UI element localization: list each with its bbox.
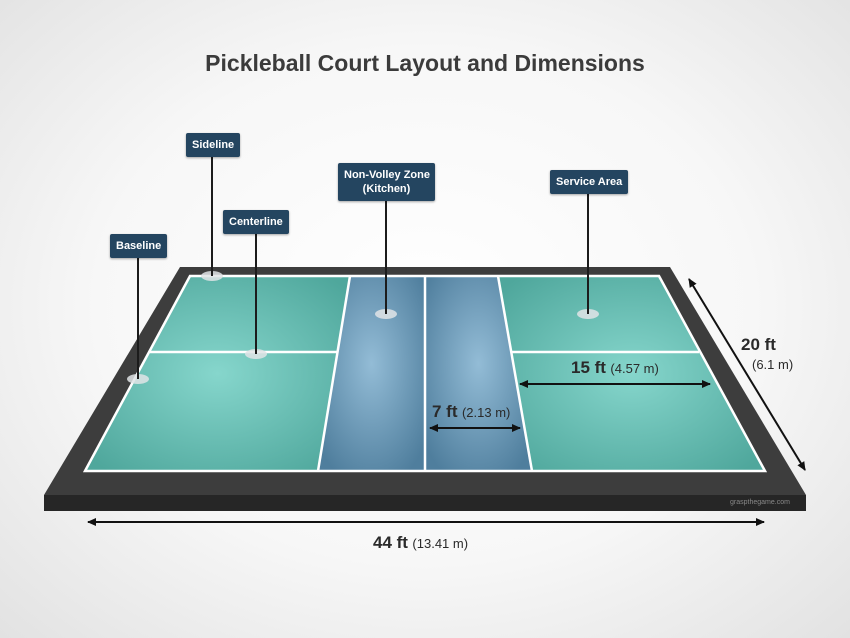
left-court-surface bbox=[85, 276, 350, 471]
length-dimension: 44 ft (13.41 m) bbox=[373, 533, 468, 553]
non-volley-zone-label: Non-Volley Zone (Kitchen) bbox=[338, 163, 435, 201]
kitchen-ft: 7 ft bbox=[432, 402, 458, 421]
service-area-label-text: Service Area bbox=[556, 176, 623, 188]
length-m: (13.41 m) bbox=[412, 536, 469, 551]
width-dimension-m: (6.1 m) bbox=[752, 356, 793, 374]
baseline-label-text: Baseline bbox=[116, 240, 162, 252]
service-dimension: 15 ft (4.57 m) bbox=[571, 358, 659, 378]
sideline-label-text: Sideline bbox=[192, 139, 235, 151]
baseline-label: Baseline bbox=[110, 234, 168, 258]
baseline-leader bbox=[137, 257, 139, 379]
kitchen-m: (2.13 m) bbox=[461, 405, 511, 420]
non-volley-zone-label-line2: (Kitchen) bbox=[362, 183, 411, 195]
court-frame-front bbox=[44, 495, 806, 511]
width-arrow bbox=[688, 278, 806, 471]
kitchen-dimension: 7 ft (2.13 m) bbox=[432, 402, 510, 422]
non-volley-zone-label-line1: Non-Volley Zone bbox=[344, 169, 430, 181]
width-ft: 20 ft bbox=[741, 335, 776, 354]
centerline-label-text: Centerline bbox=[229, 216, 283, 228]
non-volley-zone-left bbox=[318, 276, 425, 471]
centerline-marker bbox=[245, 349, 267, 359]
kitchen-line-right bbox=[496, 275, 534, 472]
sideline-marker bbox=[201, 271, 223, 281]
sideline-leader bbox=[211, 156, 213, 276]
baseline-marker bbox=[127, 374, 149, 384]
length-ft: 44 ft bbox=[373, 533, 408, 552]
court-lines bbox=[82, 274, 768, 473]
service-m: (4.57 m) bbox=[610, 361, 659, 376]
kitchen-marker bbox=[375, 309, 397, 319]
court-boundary-line bbox=[82, 274, 768, 473]
width-dimension-ft: 20 ft bbox=[741, 335, 776, 355]
page-title: Pickleball Court Layout and Dimensions bbox=[205, 50, 645, 76]
watermark: graspthegame.com bbox=[730, 499, 790, 506]
centerline-leader bbox=[255, 233, 257, 354]
service-ft: 15 ft bbox=[571, 358, 606, 377]
centerline-label: Centerline bbox=[223, 210, 289, 234]
width-m: (6.1 m) bbox=[752, 357, 794, 372]
kitchen-leader bbox=[385, 199, 387, 314]
service-area-label: Service Area bbox=[550, 170, 629, 194]
kitchen-line-left bbox=[316, 275, 352, 472]
sideline-label: Sideline bbox=[186, 133, 241, 157]
service-area-marker bbox=[577, 309, 599, 319]
service-area-leader bbox=[587, 193, 589, 314]
